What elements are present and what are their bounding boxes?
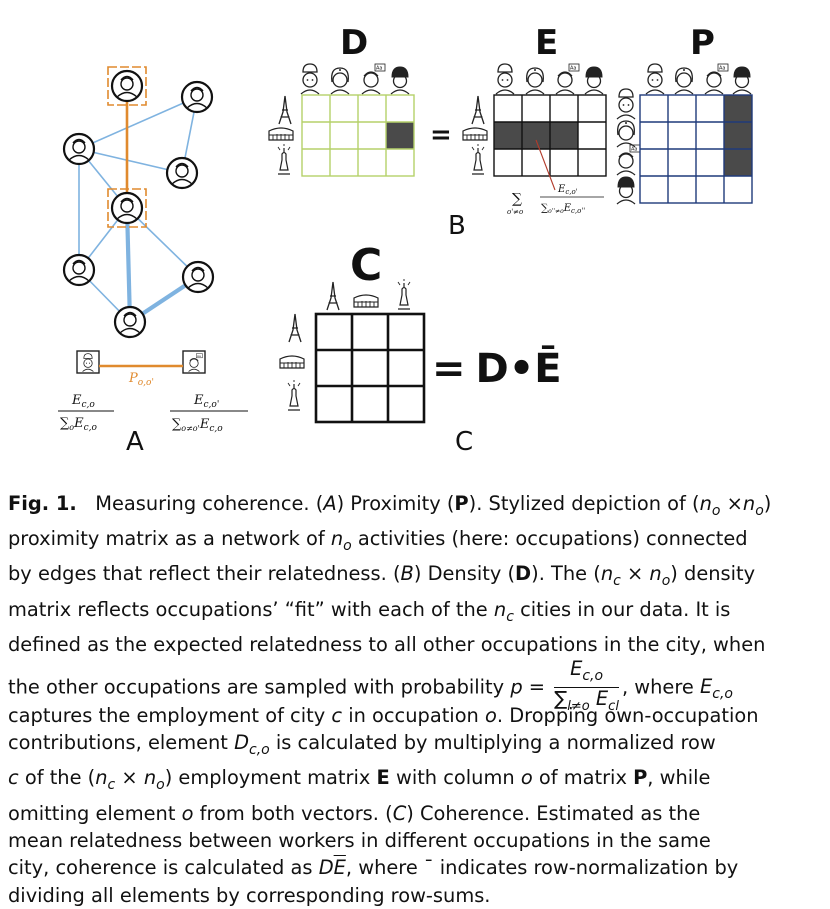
svg-text:∑o≠o'Ec,o: ∑o≠o'Ec,o xyxy=(172,417,223,434)
chef-icon xyxy=(645,63,665,95)
engineer-icon xyxy=(165,156,199,190)
eiffel-tower-icon xyxy=(326,281,340,311)
eiffel-tower-icon xyxy=(288,313,302,343)
svg-text:∑: ∑ xyxy=(512,191,522,207)
teacher-icon xyxy=(361,63,386,95)
formula-right: Ec,o' ∑o≠o'Ec,o xyxy=(170,393,248,434)
colosseum-icon xyxy=(462,127,488,141)
eiffel-tower-icon xyxy=(278,95,292,125)
svg-text:∑o''≠oEc,o'': ∑o''≠oEc,o'' xyxy=(541,203,585,215)
panel-letter-c: C xyxy=(350,240,382,291)
engineer-icon xyxy=(616,176,636,205)
equation-rhs: =D•Ē xyxy=(432,344,562,392)
statue-of-liberty-icon xyxy=(471,143,485,175)
panel-label-c: C xyxy=(455,427,473,457)
figure-panels: Aa xyxy=(58,23,753,457)
edge-label: Po,o' xyxy=(128,371,154,388)
svg-text:Ec,o': Ec,o' xyxy=(193,393,219,410)
teacher-icon xyxy=(555,63,580,95)
formula-left: Ec,o ∑oEc,o xyxy=(58,393,114,433)
figure-caption: Fig. 1. Measuring coherence. (A) Proximi… xyxy=(8,492,772,907)
panel-letter-d: D xyxy=(340,23,368,63)
panel-a-network: Po,o' Ec,o ∑oEc,o Ec,o' ∑o≠o'Ec,o A xyxy=(58,66,248,457)
engineer-icon xyxy=(181,260,215,294)
eiffel-tower-icon xyxy=(471,95,485,125)
chef-icon xyxy=(110,69,144,103)
svg-text:∑oEc,o: ∑oEc,o xyxy=(60,416,98,433)
colosseum-icon xyxy=(268,127,294,141)
nurse-icon xyxy=(525,67,545,95)
chef-icon xyxy=(495,63,515,95)
employment-matrix-e xyxy=(493,94,607,191)
teacher-icon xyxy=(113,305,147,339)
coherence-matrix-c xyxy=(314,312,426,424)
equals-sign: = xyxy=(430,120,452,150)
engineer-icon xyxy=(732,66,752,95)
svg-text:o'≠o: o'≠o xyxy=(507,208,523,216)
statue-of-liberty-icon xyxy=(287,379,301,411)
nurse-icon xyxy=(330,67,350,95)
panel-letter-e: E xyxy=(535,23,558,63)
nurse-icon xyxy=(616,120,636,148)
chef-icon xyxy=(616,88,636,120)
teacher-icon xyxy=(704,63,729,95)
panel-b: D E P = xyxy=(268,23,753,241)
panel-letter-p: P xyxy=(690,23,715,63)
density-matrix-d xyxy=(301,94,415,177)
svg-text:Ec,o: Ec,o xyxy=(71,393,95,410)
panel-label-a: A xyxy=(126,427,144,457)
panel-label-b: B xyxy=(448,211,466,241)
colosseum-icon xyxy=(353,294,379,308)
proximity-matrix-p xyxy=(639,94,753,204)
fig-label: Fig. 1. xyxy=(8,492,77,515)
chef-icon xyxy=(300,63,320,95)
panel-c: C =D•Ē C xyxy=(279,240,562,457)
svg-text:Ec,o': Ec,o' xyxy=(557,184,578,196)
nurse-icon xyxy=(180,80,214,114)
nurse-icon xyxy=(674,67,694,95)
statue-of-liberty-icon xyxy=(397,278,411,310)
chef-icon xyxy=(110,191,144,225)
caption-title: Measuring coherence. xyxy=(95,492,310,515)
formula-b: Ec,o' ∑ o'≠o ∑o''≠oEc,o'' xyxy=(507,184,604,216)
engineer-icon xyxy=(62,253,96,287)
statue-of-liberty-icon xyxy=(277,143,291,175)
engineer-icon xyxy=(390,66,410,95)
colosseum-icon xyxy=(279,355,305,369)
engineer-icon xyxy=(584,66,604,95)
teacher-icon xyxy=(616,144,641,176)
engineer-icon xyxy=(62,132,96,166)
